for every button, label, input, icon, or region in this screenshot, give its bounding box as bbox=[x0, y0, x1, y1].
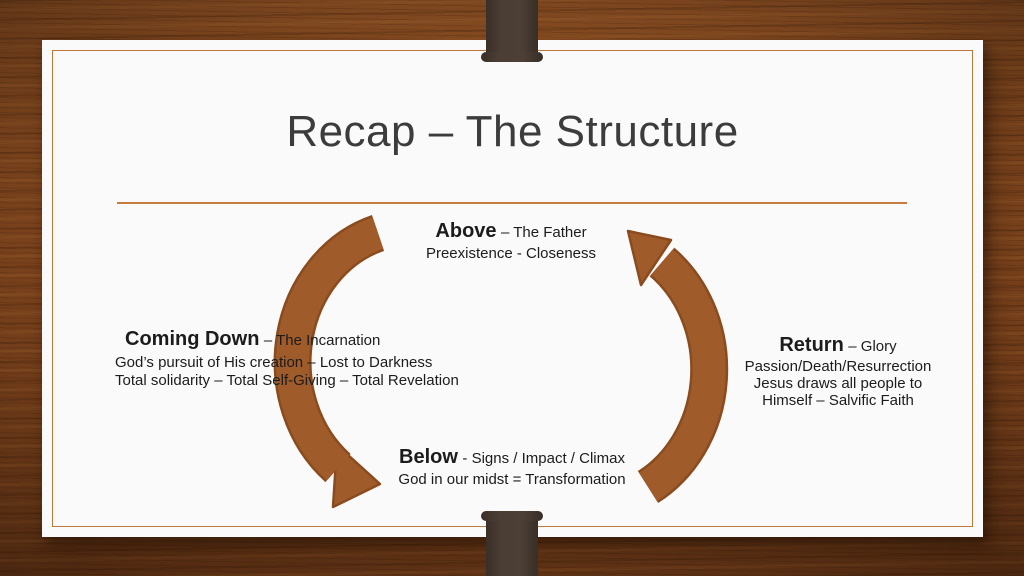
coming-down-detail: God’s pursuit of His creation – Lost to … bbox=[115, 354, 433, 371]
above-detail: Preexistence - Closeness bbox=[425, 245, 597, 262]
slide: Recap – The Structure Above – The Father… bbox=[42, 40, 983, 537]
below-heading: Below - Signs / Impact / Climax bbox=[399, 446, 625, 468]
below-detail: God in our midst = Transformation bbox=[398, 471, 626, 488]
top-strap-rivet-bar bbox=[481, 52, 543, 62]
cycle-node-coming-down: Coming Down – The Incarnation God’s purs… bbox=[115, 326, 535, 390]
cycle-node-return: Return – Glory Passion/Death/Resurrectio… bbox=[718, 334, 958, 409]
above-heading: Above – The Father bbox=[435, 220, 587, 242]
return-heading: Return – Glory bbox=[779, 334, 897, 356]
top-mount-strap bbox=[481, 0, 543, 62]
coming-down-detail: Total solidarity – Total Self-Giving – T… bbox=[115, 372, 459, 389]
return-detail: Passion/Death/Resurrection bbox=[744, 358, 932, 375]
bottom-strap-rivet-bar bbox=[481, 511, 543, 521]
return-detail: Jesus draws all people to bbox=[753, 375, 923, 392]
cycle-node-above: Above – The Father Preexistence - Closen… bbox=[356, 220, 666, 263]
cycle-node-below: Below - Signs / Impact / Climax God in o… bbox=[357, 446, 667, 489]
title-divider bbox=[117, 202, 907, 204]
return-detail: Himself – Salvific Faith bbox=[762, 392, 914, 409]
slide-title: Recap – The Structure bbox=[286, 107, 739, 156]
bottom-mount-strap bbox=[481, 511, 543, 576]
coming-down-heading: Coming Down – The Incarnation bbox=[125, 328, 381, 350]
